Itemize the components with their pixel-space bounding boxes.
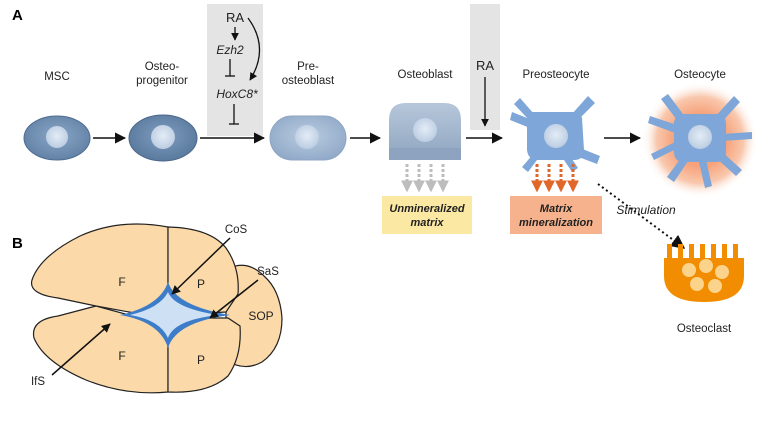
osteocyte-cell [642,82,758,198]
frontal-bone-top [30,223,169,315]
label-frontal-top: F [118,275,125,289]
label-osteocyte: Osteocyte [674,69,726,81]
ra-label-top: RA [226,10,244,25]
unmineralized-label-line2: matrix [410,217,444,229]
label-parietal-top: P [197,277,205,291]
frontal-bone-bottom [32,305,169,394]
panel-b-letter: B [12,235,23,252]
preosteocyte-cell [510,96,600,172]
osteoblast-cell [389,103,461,160]
preosteocyte-mineralization-arrows [531,164,579,193]
msc-cell [23,115,91,161]
label-preosteoblast-line1: Pre- [297,61,319,73]
label-sas: SaS [257,266,279,278]
label-parietal-bottom: P [197,353,205,367]
osteoclast-cell [664,244,744,302]
sas-arrow [209,279,259,319]
mineralization-label-line2: mineralization [519,217,593,229]
cos-arrow [171,237,231,295]
label-msc: MSC [44,71,70,83]
label-preosteoblast-line2: osteoblast [282,75,335,87]
panel-a-letter: A [12,7,23,24]
stimulation-label: Stimulation [616,203,676,217]
ra-label-second: RA [476,58,494,73]
label-osteoclast: Osteoclast [677,323,732,335]
matrix-mineralization-box [510,196,602,234]
label-preosteocyte: Preosteocyte [522,69,589,81]
label-osteoprogenitor-line1: Osteo- [145,61,180,73]
preosteoblast-cell [269,115,347,161]
label-ifs: IfS [31,376,45,388]
parietal-bone-bottom [167,317,241,393]
fontanelle [120,282,230,348]
ifs-arrow [51,323,111,376]
skull-diagram [30,223,283,394]
hoxc8-label: HoxC8* [216,87,258,101]
label-cos: CoS [225,224,248,236]
label-osteoprogenitor-line2: progenitor [136,75,188,87]
osteoblast-secretion-arrows [401,164,449,193]
label-osteoblast: Osteoblast [398,69,454,81]
unmineralized-label-line1: Unmineralized [389,203,464,215]
label-frontal-bottom: F [118,349,125,363]
label-sop: SOP [248,309,273,323]
ezh2-label: Ezh2 [216,43,244,57]
osteoprogenitor-cell [128,114,198,162]
parietal-bone-top [167,226,239,315]
unmineralized-matrix-box [382,196,472,234]
ra-to-hoxc8-arrow [247,17,261,81]
mineralization-label-line1: Matrix [540,203,573,215]
